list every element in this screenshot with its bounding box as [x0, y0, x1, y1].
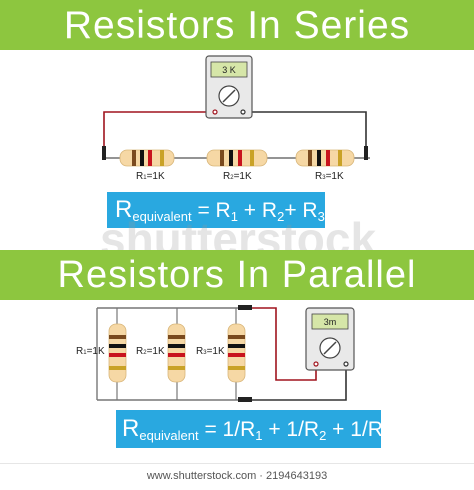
series-wire-red: [103, 111, 212, 147]
parallel-resistor-1-label: R1=1K: [76, 346, 105, 357]
series-meter-reading: 3 K: [222, 65, 236, 75]
parallel-meter-screen: [311, 313, 349, 330]
parallel-wire-red: [240, 307, 317, 381]
series-resistor-2: [206, 149, 268, 167]
series-resistor-1: [119, 149, 175, 167]
parallel-title: Resistors In Parallel: [57, 254, 417, 296]
series-formula: Requivalent = R1 + R2+ R3: [107, 192, 325, 228]
series-multimeter: 3 K: [205, 55, 253, 119]
series-title: Resistors In Series: [63, 4, 411, 47]
parallel-title-banner: Resistors In Parallel: [0, 250, 474, 300]
parallel-resistor-3-label: R3=1K: [196, 346, 225, 357]
parallel-wire-black: [240, 364, 347, 401]
parallel-resistor-2-label: R2=1K: [136, 346, 165, 357]
series-probe-right: [364, 146, 368, 160]
parallel-formula: Requivalent = 1/R1 + 1/R2 + 1/R3: [116, 410, 390, 448]
parallel-probe-bottom: [238, 397, 252, 402]
series-circuit: 3 K: [102, 55, 370, 167]
parallel-resistor-2: [167, 323, 186, 383]
parallel-meter-reading: 3m: [324, 317, 337, 327]
parallel-circuit: 3m: [96, 305, 355, 402]
series-resistor-2-label: R2=1K: [223, 171, 252, 182]
parallel-multimeter: 3m: [305, 307, 355, 371]
series-meter-screen: [210, 61, 248, 78]
parallel-resistor-3: [227, 323, 246, 383]
series-resistor-1-label: R1=1K: [136, 171, 165, 182]
series-resistor-3: [295, 149, 355, 167]
series-wire-black: [244, 111, 367, 147]
footer-credit: www.shutterstock.com · 2194643193: [0, 463, 474, 490]
parallel-probe-top: [238, 305, 252, 310]
parallel-resistor-1: [108, 323, 127, 383]
series-title-banner: Resistors In Series: [0, 0, 474, 50]
series-probe-left: [102, 146, 106, 160]
series-resistor-3-label: R3=1K: [315, 171, 344, 182]
